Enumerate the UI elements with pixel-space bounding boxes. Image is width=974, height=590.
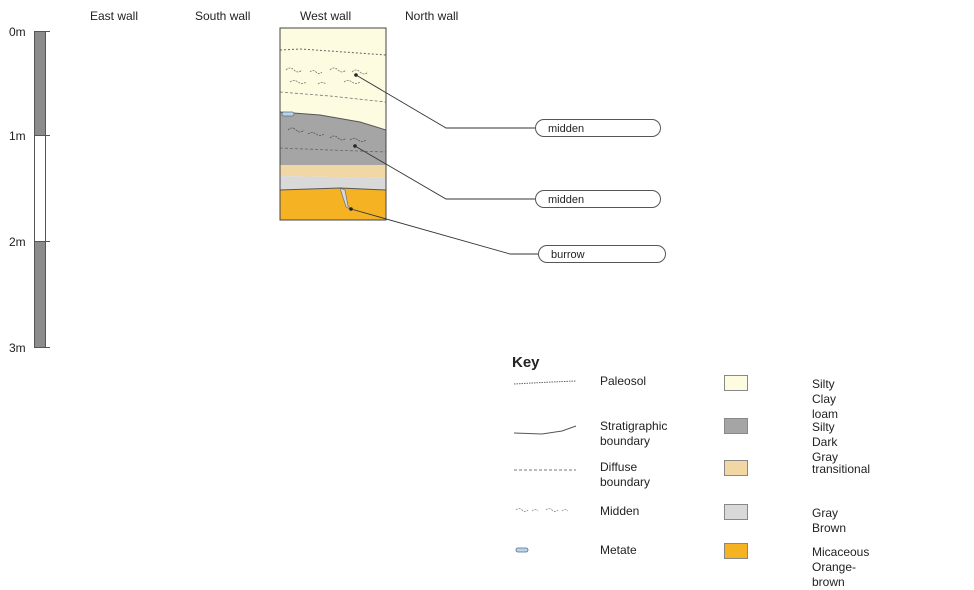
key-symbol-label-paleosol: Paleosol [600, 374, 647, 388]
leader-line-1 [355, 74, 535, 129]
scale-tick-3 [46, 347, 50, 348]
wall-label-west: West wall [300, 9, 352, 23]
leader-line-2 [354, 145, 535, 200]
diffuse-boundary-line-icon [514, 469, 576, 471]
scale-tick-0 [46, 31, 50, 32]
scale-segment-2-3 [34, 241, 46, 348]
diffuse-boundary-upper [279, 91, 387, 103]
midden-scribble-upper [285, 67, 369, 85]
callout-midden-upper: midden [535, 119, 661, 137]
depth-label-3: 3m [9, 341, 26, 355]
wall-label-north: North wall [405, 9, 459, 23]
leader-line-3 [350, 208, 538, 255]
burrow-feature [339, 187, 353, 211]
metate-feature [281, 111, 295, 117]
key-color-label-transitional: transitional [812, 462, 871, 476]
swatch-silty-dark-gray [724, 418, 748, 434]
scale-tick-2 [46, 241, 50, 242]
paleosol-line-icon [513, 380, 577, 385]
key-color-label-silty-clay-loam: Silty Clay loam [812, 377, 839, 421]
layer-transitional [280, 165, 386, 178]
wall-label-south: South wall [195, 9, 251, 23]
layer-silty-clay-loam [280, 28, 386, 128]
layer-gray-brown [280, 176, 386, 190]
key-color-label-micaceous-orange-brown: Micaceous Orange-brown [812, 545, 870, 589]
key-color-label-gray-brown: Gray Brown [812, 506, 847, 535]
legend-title: Key [512, 354, 540, 371]
key-symbol-label-midden: Midden [600, 504, 640, 518]
depth-label-2: 2m [9, 235, 26, 249]
swatch-gray-brown [724, 504, 748, 520]
metate-icon [515, 547, 529, 553]
key-symbol-label-metate: Metate [600, 543, 637, 557]
callout-midden-lower: midden [535, 190, 661, 208]
key-symbol-label-stratigraphic-boundary: Stratigraphic boundary [600, 419, 668, 448]
profile-outline [279, 27, 387, 221]
swatch-silty-clay-loam [724, 375, 748, 391]
swatch-transitional [724, 460, 748, 476]
stratigraphic-boundary-line-icon [513, 425, 577, 435]
diffuse-boundary-lower [279, 147, 387, 153]
midden-hatch-icon [515, 508, 569, 512]
scale-tick-1 [46, 135, 50, 136]
key-symbol-label-diffuse-boundary: Diffuse boundary [600, 460, 651, 489]
depth-label-0: 0m [9, 25, 26, 39]
stratigraphic-boundary-lower [279, 187, 387, 191]
callout-burrow: burrow [538, 245, 666, 263]
stratigraphic-boundary-upper [279, 111, 387, 131]
key-color-label-silty-dark-gray: Silty Dark Gray [812, 420, 839, 464]
swatch-micaceous-orange-brown [724, 543, 748, 559]
depth-label-1: 1m [9, 129, 26, 143]
stratigraphic-profile [279, 27, 538, 255]
layer-silty-dark-gray [280, 112, 386, 165]
layer-micaceous-orange-brown [280, 188, 386, 220]
wall-label-east: East wall [90, 9, 139, 23]
